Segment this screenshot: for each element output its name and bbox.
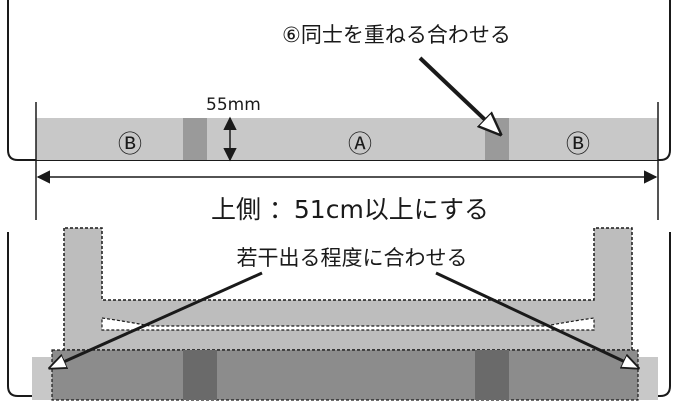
- segment-label-center: Ⓐ: [348, 130, 372, 158]
- strip-height-label: 55mm: [206, 95, 261, 115]
- upper-overlap-left: [183, 118, 207, 160]
- lower-overlap-left: [183, 350, 217, 400]
- segment-label-left: Ⓑ: [118, 130, 142, 158]
- align-pointer-right: [435, 271, 638, 368]
- align-note: 若干出る程度に合わせる: [237, 246, 468, 270]
- upper-length-note: 上側 ：51cm以上にする: [211, 195, 489, 224]
- lower-strip-inner: [51, 349, 639, 401]
- segment-label-right: Ⓑ: [566, 130, 590, 158]
- frame-inner-rail: [101, 317, 595, 331]
- upper-strip: [36, 118, 658, 160]
- lower-overlap-right: [475, 350, 509, 400]
- overlap-pointer-arrow: [418, 56, 500, 134]
- align-pointer-left: [50, 271, 263, 368]
- overlap-note: ⑥同士を重ねる合わせる: [282, 23, 511, 47]
